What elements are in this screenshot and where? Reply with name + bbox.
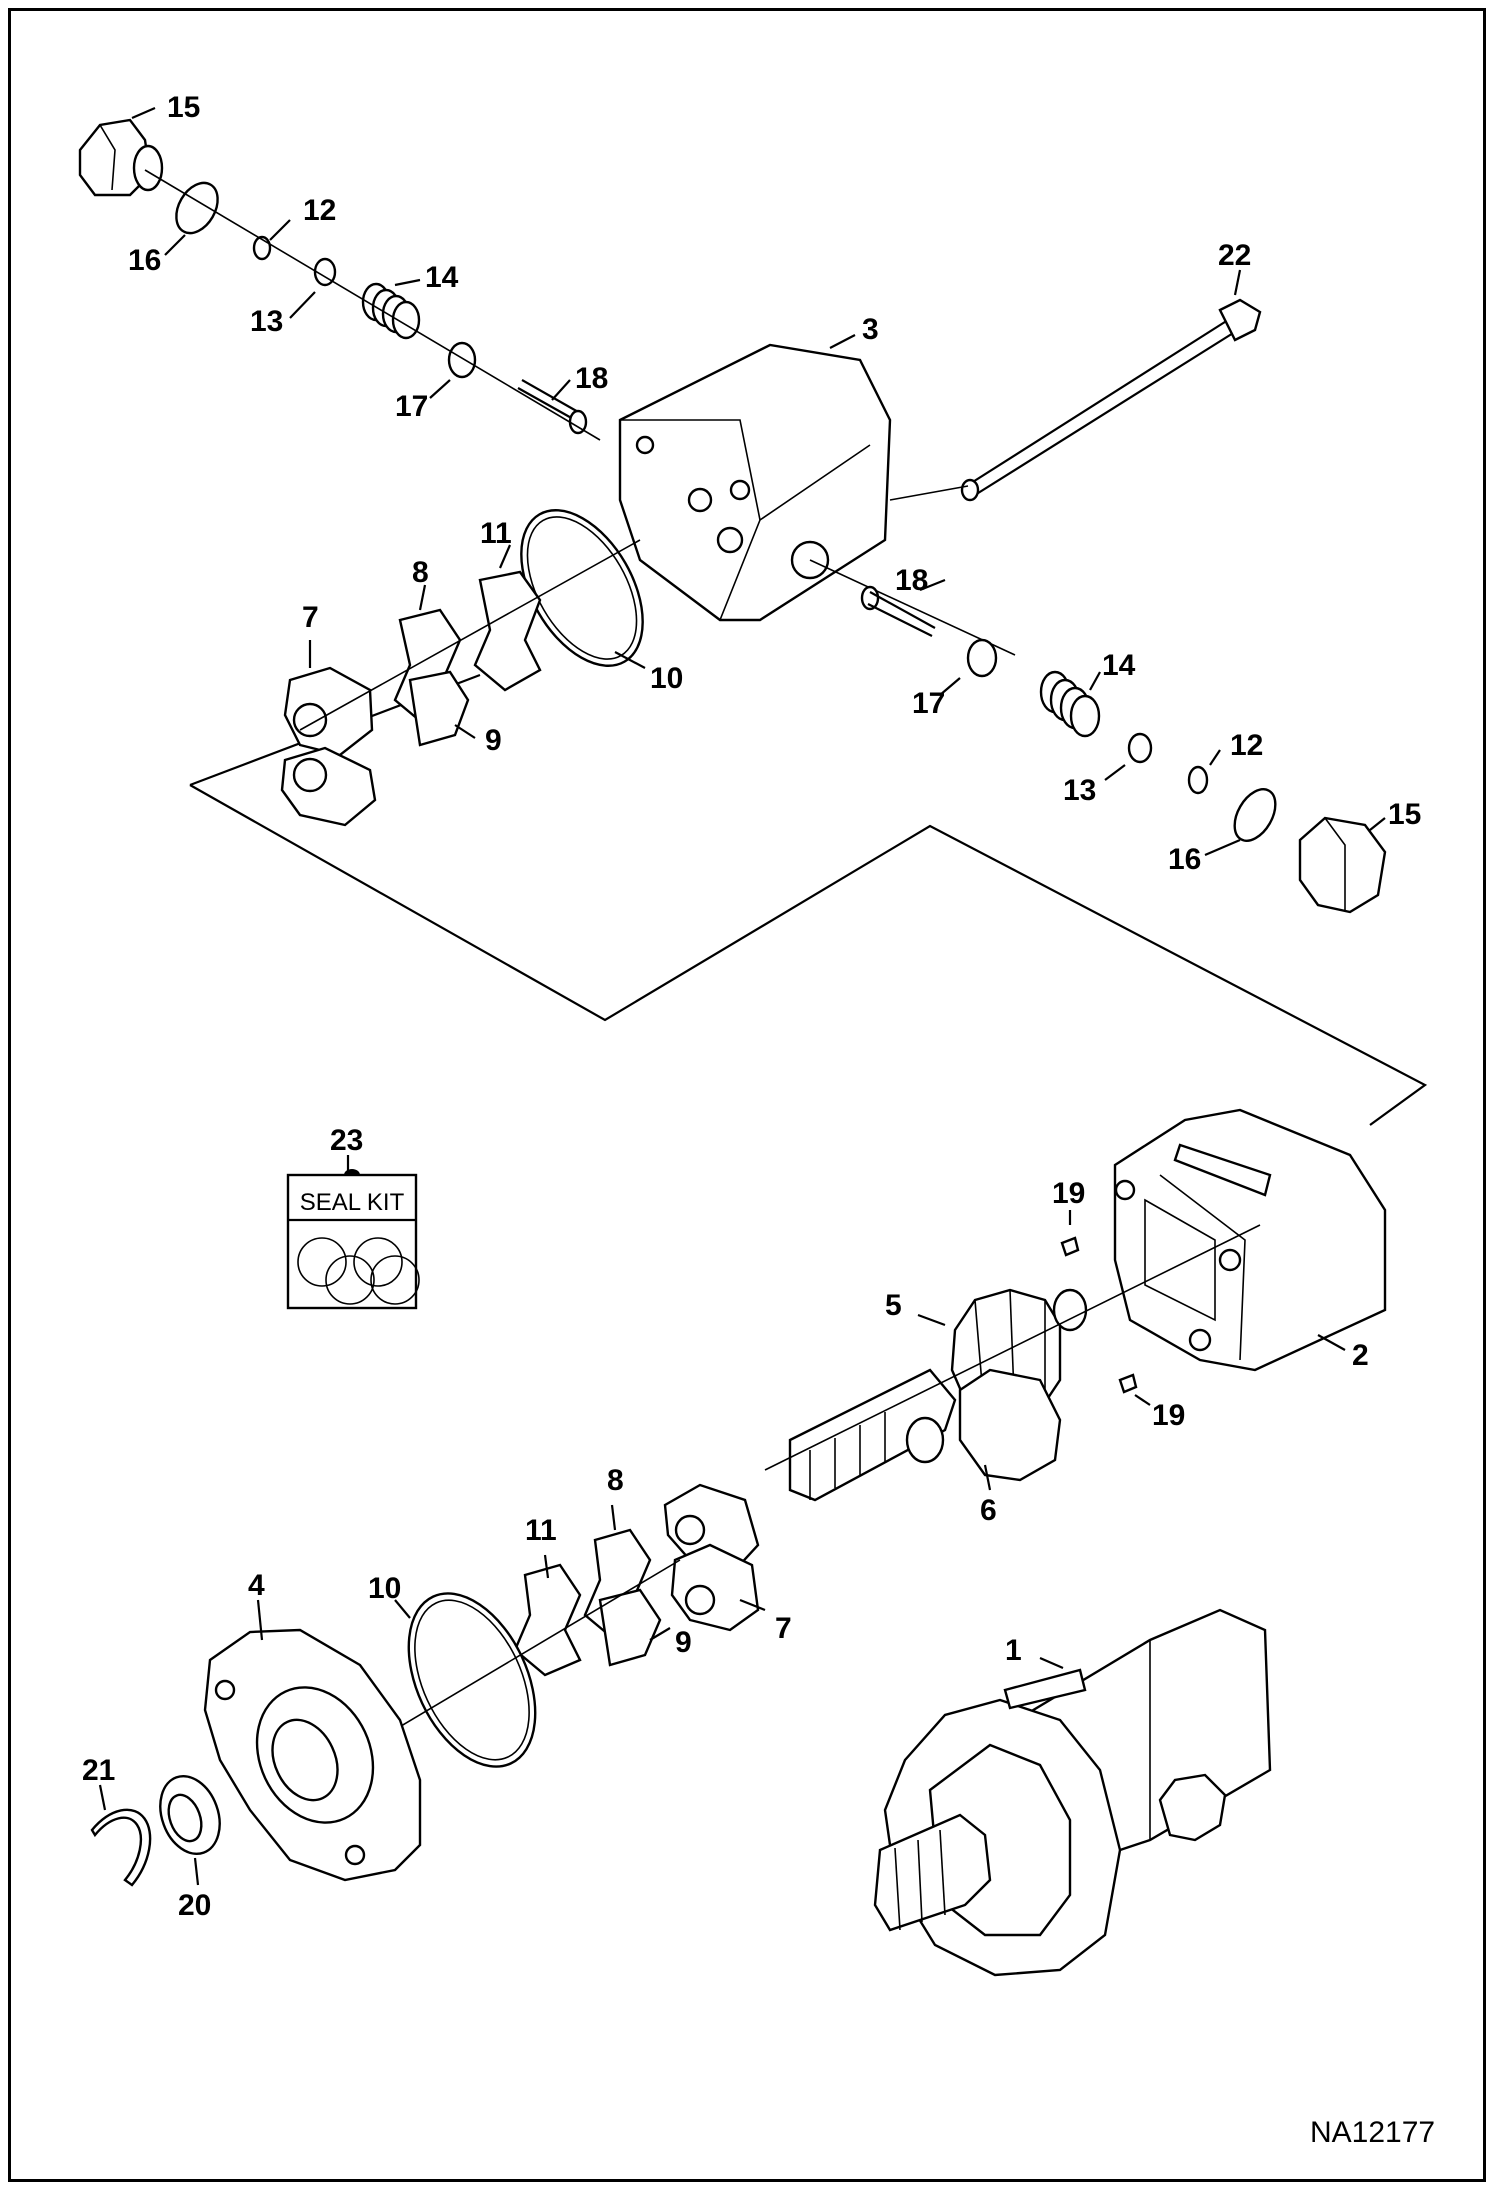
seat-13-lower bbox=[1127, 732, 1153, 764]
callout: 10 bbox=[650, 662, 683, 695]
callout: 5 bbox=[885, 1289, 902, 1322]
callout: 11 bbox=[480, 517, 512, 550]
retainer-12-lower bbox=[1187, 765, 1209, 795]
callout: 11 bbox=[525, 1514, 557, 1547]
seal-9-lower bbox=[598, 1588, 662, 1667]
bushing-7-upper bbox=[280, 666, 377, 827]
pin-18-lower bbox=[860, 585, 936, 637]
figure-id: NA12177 bbox=[1310, 2116, 1435, 2149]
adjuster-17-lower bbox=[966, 638, 998, 678]
seal-11-upper bbox=[473, 570, 542, 692]
leader-lines bbox=[98, 106, 1386, 1886]
callout: 9 bbox=[485, 724, 502, 757]
callout: 2 bbox=[1352, 1339, 1369, 1372]
axis-line bbox=[144, 169, 601, 441]
section-outline-lower bbox=[189, 784, 1428, 1126]
callout: 19 bbox=[1052, 1177, 1085, 1210]
callout: 14 bbox=[1102, 649, 1136, 682]
axis-line-2 bbox=[299, 539, 641, 731]
callout: 10 bbox=[368, 1572, 401, 1605]
o-ring-10-upper bbox=[520, 509, 644, 667]
callout: 13 bbox=[1063, 774, 1096, 807]
callout: 6 bbox=[980, 1494, 997, 1527]
callout: 7 bbox=[302, 601, 319, 634]
callout: 9 bbox=[675, 1626, 692, 1659]
shaft-seal-20 bbox=[159, 1775, 221, 1855]
callout: 4 bbox=[248, 1569, 265, 1602]
plug-15-lower bbox=[1298, 816, 1387, 914]
shaft-axis bbox=[764, 1224, 1261, 1471]
callout: 13 bbox=[250, 305, 283, 338]
callout: 12 bbox=[1230, 729, 1263, 762]
spring-14-lower bbox=[1039, 670, 1101, 738]
adjuster-17-upper bbox=[447, 341, 477, 379]
bushing-7-lower bbox=[663, 1483, 760, 1632]
assembled-pump-1 bbox=[873, 1608, 1272, 1977]
driven-gear-6 bbox=[905, 1368, 1062, 1482]
seal-kit-number: 23 bbox=[330, 1124, 363, 1157]
housing-3 bbox=[618, 343, 892, 622]
callout: 22 bbox=[1218, 239, 1251, 272]
o-ring-16-upper bbox=[175, 181, 219, 235]
callout: 8 bbox=[412, 556, 429, 589]
spring-14-upper bbox=[361, 282, 421, 340]
callout: 18 bbox=[895, 564, 928, 597]
pin-18-upper bbox=[517, 379, 588, 435]
callout: 21 bbox=[82, 1754, 115, 1787]
callout: 17 bbox=[395, 390, 428, 423]
callout: 20 bbox=[178, 1889, 211, 1922]
seal-11-lower bbox=[513, 1563, 582, 1677]
mounting-flange-4 bbox=[203, 1628, 422, 1882]
callout: 16 bbox=[1168, 843, 1201, 876]
callout: 12 bbox=[303, 194, 336, 227]
seal-kit-title: SEAL KIT bbox=[300, 1189, 405, 1216]
seal-9-upper bbox=[408, 670, 470, 747]
dowel-19-lower bbox=[1118, 1373, 1138, 1394]
o-ring-16-lower bbox=[1233, 788, 1277, 842]
plug-15-upper bbox=[78, 118, 164, 197]
retaining-ring-21 bbox=[90, 1808, 152, 1887]
callout: 14 bbox=[425, 261, 459, 294]
callout: 19 bbox=[1152, 1399, 1185, 1432]
dowel-19-upper bbox=[1060, 1236, 1080, 1257]
callout: 8 bbox=[607, 1464, 624, 1497]
seal-kit-23 bbox=[286, 1169, 420, 1310]
callout: 15 bbox=[1388, 798, 1421, 831]
housing-2 bbox=[1113, 1108, 1387, 1372]
callout: 17 bbox=[912, 687, 945, 720]
callout: 1 bbox=[1005, 1634, 1022, 1667]
callout-numbers: 15 16 12 13 14 17 18 22 3 11 8 7 9 10 18… bbox=[82, 91, 1435, 2149]
callout: 18 bbox=[575, 362, 608, 395]
callout: 15 bbox=[167, 91, 200, 124]
bolt-axis bbox=[889, 485, 969, 501]
bolt-22 bbox=[960, 298, 1262, 502]
seat-13-upper bbox=[313, 257, 337, 287]
callout: 7 bbox=[775, 1612, 792, 1645]
callout: 3 bbox=[862, 313, 879, 346]
callout: 16 bbox=[128, 244, 161, 277]
